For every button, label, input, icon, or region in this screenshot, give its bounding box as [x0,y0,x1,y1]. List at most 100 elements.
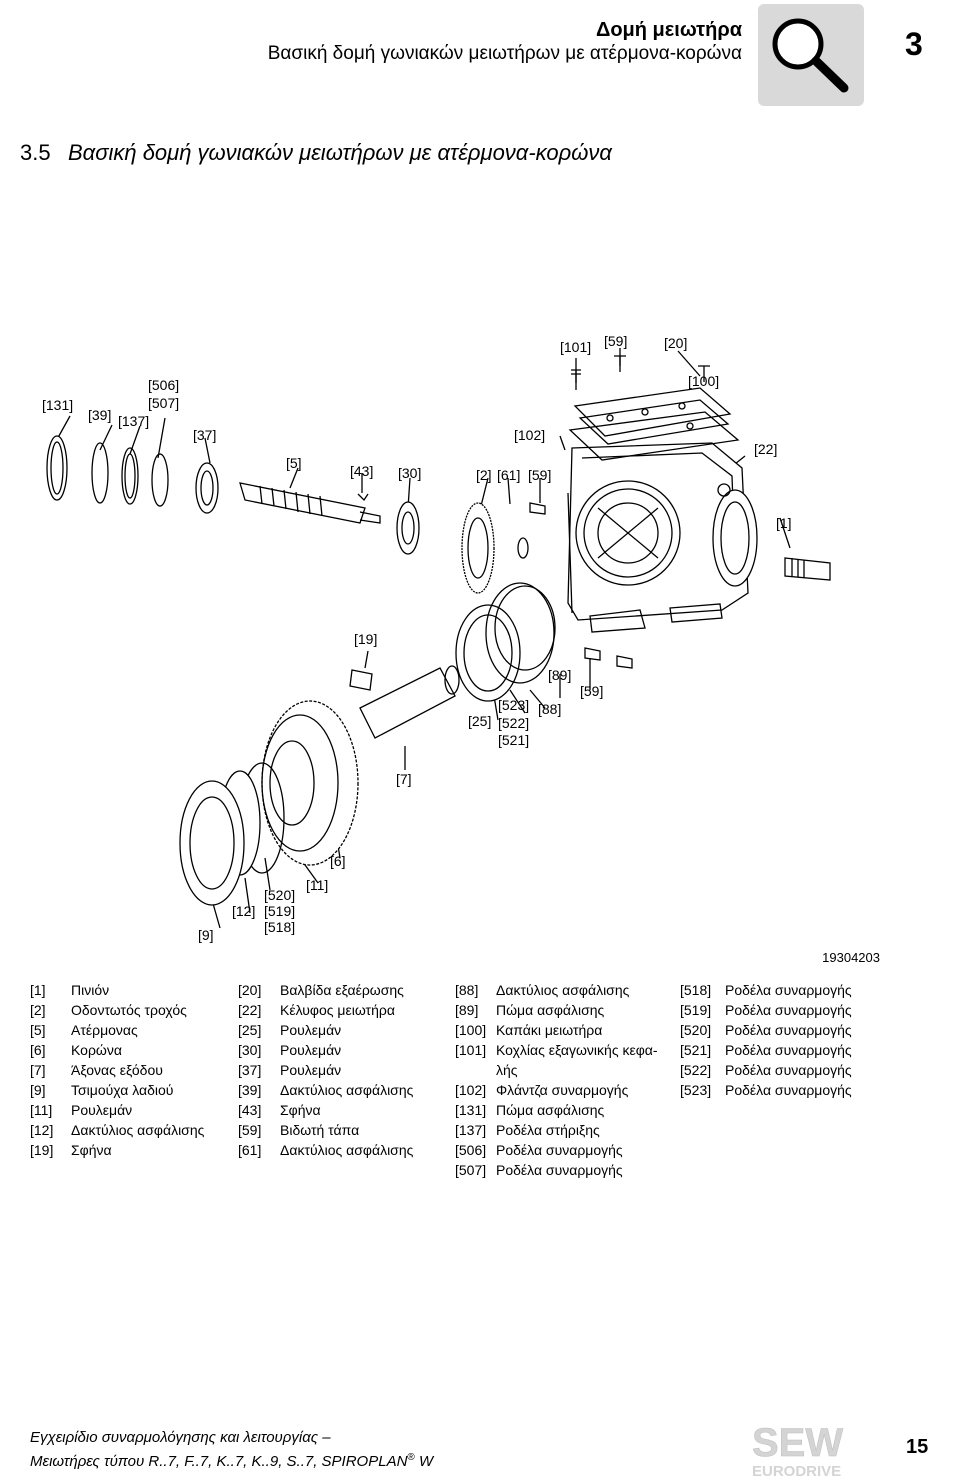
legend-item: [519] Ροδέλα συναρμογής [680,1000,880,1020]
legend-item: [131]Πώμα ασφάλισης [455,1100,670,1120]
callout-59b: [59] [528,467,551,483]
legend-item: [1] Πινιόν [30,980,230,1000]
legend-key: [520] [680,1022,712,1038]
legend-value: Ροδέλα συναρμογής [725,1082,852,1098]
legend-value: Δακτύλιος ασφάλισης [71,1122,205,1138]
legend-key: [1] [30,982,46,998]
legend-column-2: [20]Βαλβίδα εξαέρωσης[22]Κέλυφος μειωτήρ… [238,980,438,1160]
legend-item: [2]Οδοντωτός τροχός [30,1000,230,1020]
callout-518: [518] [264,919,295,935]
legend-key: [89] [455,1002,479,1018]
running-header: Δομή μειωτήρα Βασική δομή γωνιακών μειωτ… [268,18,742,66]
legend-key: [519] [680,1002,712,1018]
legend-value: Πώμα ασφάλισης [496,1002,605,1018]
legend-column-3: [88]Δακτύλιος ασφάλισης [89] Πώμα ασφάλιση… [455,980,670,1180]
legend-value: Τσιμούχα λαδιού [71,1082,174,1098]
legend-value: Πινιόν [71,982,110,998]
legend-key: [522] [680,1062,712,1078]
sew-eurodrive-logo: SEW EURODRIVE [752,1421,844,1478]
legend-value: Ροδέλα συναρμογής [725,1042,852,1058]
callout-43: [43] [350,463,373,479]
figure-id: 19304203 [822,950,880,965]
callout-61: [61] [497,467,520,483]
legend-value: Φλάντζα συναρμογής [496,1082,629,1098]
callout-19: [19] [354,631,377,647]
callout-20: [20] [664,335,687,351]
legend-item: [520] Ροδέλα συναρμογής [680,1020,880,1040]
footer-line-1: Εγχειρίδιο συναρμολόγησης και λειτουργία… [30,1429,331,1446]
callout-506: [506] [148,377,179,393]
callout-522: [522] [498,715,529,731]
legend-value: Ατέρμονας [71,1022,138,1038]
legend-item: [521] Ροδέλα συναρμογής [680,1040,880,1060]
legend-item: [137] Ροδέλα στήριξης [455,1120,670,1140]
legend-value: Δακτύλιος ασφάλισης [496,982,630,998]
legend-key: [6] [30,1042,46,1058]
legend-value: Ροδέλα στήριξης [496,1122,600,1138]
legend-item: [7]Άξονας εξόδου [30,1060,230,1080]
legend-item: [507]Ροδέλα συναρμογής [455,1160,670,1180]
legend-column-1: [1]Πινιόν[2]Οδοντωτός τροχός[5]Ατέρμονας… [30,980,230,1160]
legend-item: [37]Ρουλεμάν [238,1060,438,1080]
callout-22: [22] [754,441,777,457]
legend-value: Δακτύλιος ασφάλισης [280,1082,414,1098]
legend-value: Σφήνα [280,1102,321,1118]
legend-key: [19] [30,1142,54,1158]
legend-value: Κορώνα [71,1042,122,1058]
legend-key: [59] [238,1122,262,1138]
registered-mark: ® [407,1452,415,1463]
legend-item: [89] Πώμα ασφάλισης [455,1000,670,1020]
callout-2: [2] [476,467,492,483]
legend-key: [137] [455,1122,487,1138]
callout-101: [101] [560,339,591,355]
legend-item: [88]Δακτύλιος ασφάλισης [455,980,670,1000]
legend-item: [522]Ροδέλα συναρμογής [680,1060,880,1080]
legend-key: [521] [680,1042,712,1058]
legend-key: [101] [455,1042,487,1058]
footer-suffix: W [414,1453,434,1470]
callout-11: [11] [306,877,328,893]
callout-102: [102] [514,427,545,443]
legend-value: Ροδέλα συναρμογής [725,1002,852,1018]
legend-item: [39]Δακτύλιος ασφάλισης [238,1080,438,1100]
legend-key: [43] [238,1102,262,1118]
callout-5: [5] [286,455,302,471]
legend-value: Σφήνα [71,1142,112,1158]
callout-59: [59] [604,333,627,349]
header-title: Δομή μειωτήρα [595,19,742,41]
legend-key: [523] [680,1082,712,1098]
legend-item: [20]Βαλβίδα εξαέρωσης [238,980,438,1000]
legend-key: [37] [238,1062,262,1078]
legend-key: [30] [238,1042,262,1058]
callout-12: [12] [232,903,255,919]
logo-sew-text: SEW [752,1421,843,1465]
legend-key: [507] [455,1162,487,1178]
callout-519: [519] [264,903,295,919]
legend-key: [12] [30,1122,54,1138]
callout-131: [131] [42,397,73,413]
legend-item: [101] Κοχλίας εξαγωνικής κεφα-λής [455,1040,670,1080]
legend-value: Ροδέλα συναρμογής [496,1142,623,1158]
legend-item: [102]Φλάντζα συναρμογής [455,1080,670,1100]
footer-product-list: Μειωτήρες τύπου R..7, F..7, K..7, K..9, … [30,1453,408,1470]
callout-25: [25] [468,713,491,729]
legend-value: Πώμα ασφάλισης [496,1102,605,1118]
legend-item: [61]Δακτύλιος ασφάλισης [238,1140,438,1160]
legend-item: [523] Ροδέλα συναρμογής [680,1080,880,1100]
callout-30: [30] [398,465,421,481]
legend-value: Κοχλίας εξαγωνικής κεφα-λής [496,1042,658,1078]
legend-item: [59] Βιδωτή τάπα [238,1120,438,1140]
legend-item: [22]Κέλυφος μειωτήρα [238,1000,438,1020]
header-subtitle: Βασική δομή γωνιακών μειωτήρων με ατέρμο… [267,43,742,64]
footer-text: Εγχειρίδιο συναρμολόγησης και λειτουργία… [30,1428,433,1472]
legend-key: [100] [455,1022,487,1038]
legend-value: Ρουλεμάν [280,1022,342,1038]
callout-89: [89] [548,667,571,683]
footer-line-2: Μειωτήρες τύπου R..7, F..7, K..7, K..9, … [30,1448,433,1472]
legend-value: Βιδωτή τάπα [280,1122,360,1138]
legend-item: [30]Ρουλεμάν [238,1040,438,1060]
legend-value: Ροδέλα συναρμογής [725,1022,852,1038]
legend-value: Οδοντωτός τροχός [71,1002,187,1018]
callout-6: [6] [330,853,346,869]
